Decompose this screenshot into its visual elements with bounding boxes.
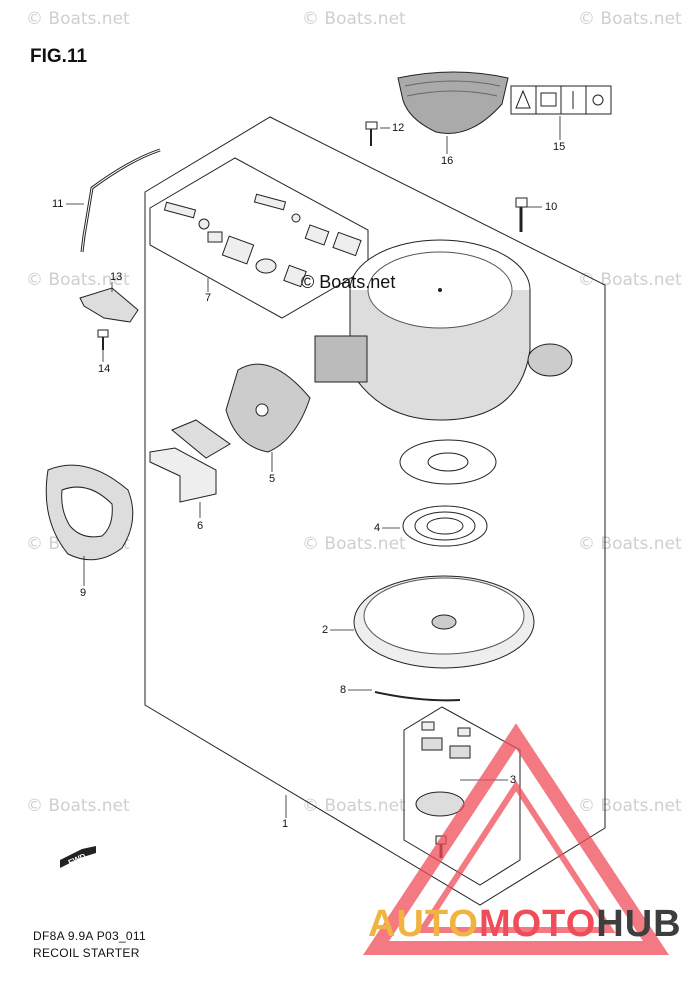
cover-16	[397, 71, 509, 134]
grip-9	[45, 464, 134, 561]
brand-part-moto: MOTO	[478, 903, 597, 945]
watermark: © Boats.net	[26, 9, 130, 29]
callout-4: 4	[374, 522, 381, 534]
watermark: © Boats.net	[302, 796, 406, 816]
rope-8	[374, 691, 461, 702]
watermark: © Boats.net	[26, 270, 130, 290]
callout-12: 12	[392, 122, 405, 134]
watermark: © Boats.net	[578, 796, 682, 816]
callout-3: 3	[510, 774, 517, 786]
callout-16: 16	[441, 155, 454, 167]
fwd-arrow-icon	[60, 846, 96, 868]
reel-2	[353, 575, 535, 669]
kit-3-box	[403, 706, 521, 886]
automotohub-logo-icon	[362, 723, 670, 955]
starter-housing-1	[314, 239, 573, 421]
assembly-outline	[144, 116, 606, 906]
kit-7-box	[149, 157, 369, 319]
caution-label-15	[510, 85, 612, 115]
watermark: © Boats.net	[302, 9, 406, 29]
figure-title: FIG.11	[30, 46, 88, 67]
brand-part-auto: AUTO	[368, 903, 479, 945]
section-title: RECOIL STARTER	[33, 946, 140, 960]
brand-part-hub: HUB	[596, 903, 682, 945]
callout-14: 14	[98, 363, 111, 375]
kit-7-parts	[163, 193, 362, 288]
watermark: © Boats.net	[302, 534, 406, 554]
center-watermark: © Boats.net	[301, 272, 396, 292]
callout-13: 13	[110, 271, 123, 283]
watermark: © Boats.net	[578, 534, 682, 554]
bracket-13	[79, 287, 139, 323]
callout-10: 10	[545, 201, 558, 213]
callout-9: 9	[80, 587, 87, 599]
handle-5	[225, 363, 311, 453]
callout-2: 2	[322, 624, 329, 636]
brand-logo: AUTOMOTOHUB	[368, 903, 682, 946]
watermark: © Boats.net	[26, 796, 130, 816]
callout-6: 6	[197, 520, 204, 532]
grip-6	[149, 419, 231, 503]
ratchet-kit-3	[415, 721, 471, 858]
bolt-14	[97, 329, 109, 350]
callout-15: 15	[553, 141, 566, 153]
spring-4	[402, 505, 488, 547]
model-code: DF8A 9.9A P03_011	[33, 929, 146, 943]
leader-lines	[66, 116, 561, 818]
cable-11	[80, 148, 161, 253]
callout-5: 5	[269, 473, 276, 485]
callout-7: 7	[205, 292, 212, 304]
plate	[399, 439, 497, 485]
callout-8: 8	[340, 684, 347, 696]
watermark: © Boats.net	[578, 9, 682, 29]
screw-12	[365, 121, 378, 146]
callout-11: 11	[52, 198, 64, 210]
bolt-10	[515, 197, 528, 232]
callout-1: 1	[282, 818, 289, 830]
